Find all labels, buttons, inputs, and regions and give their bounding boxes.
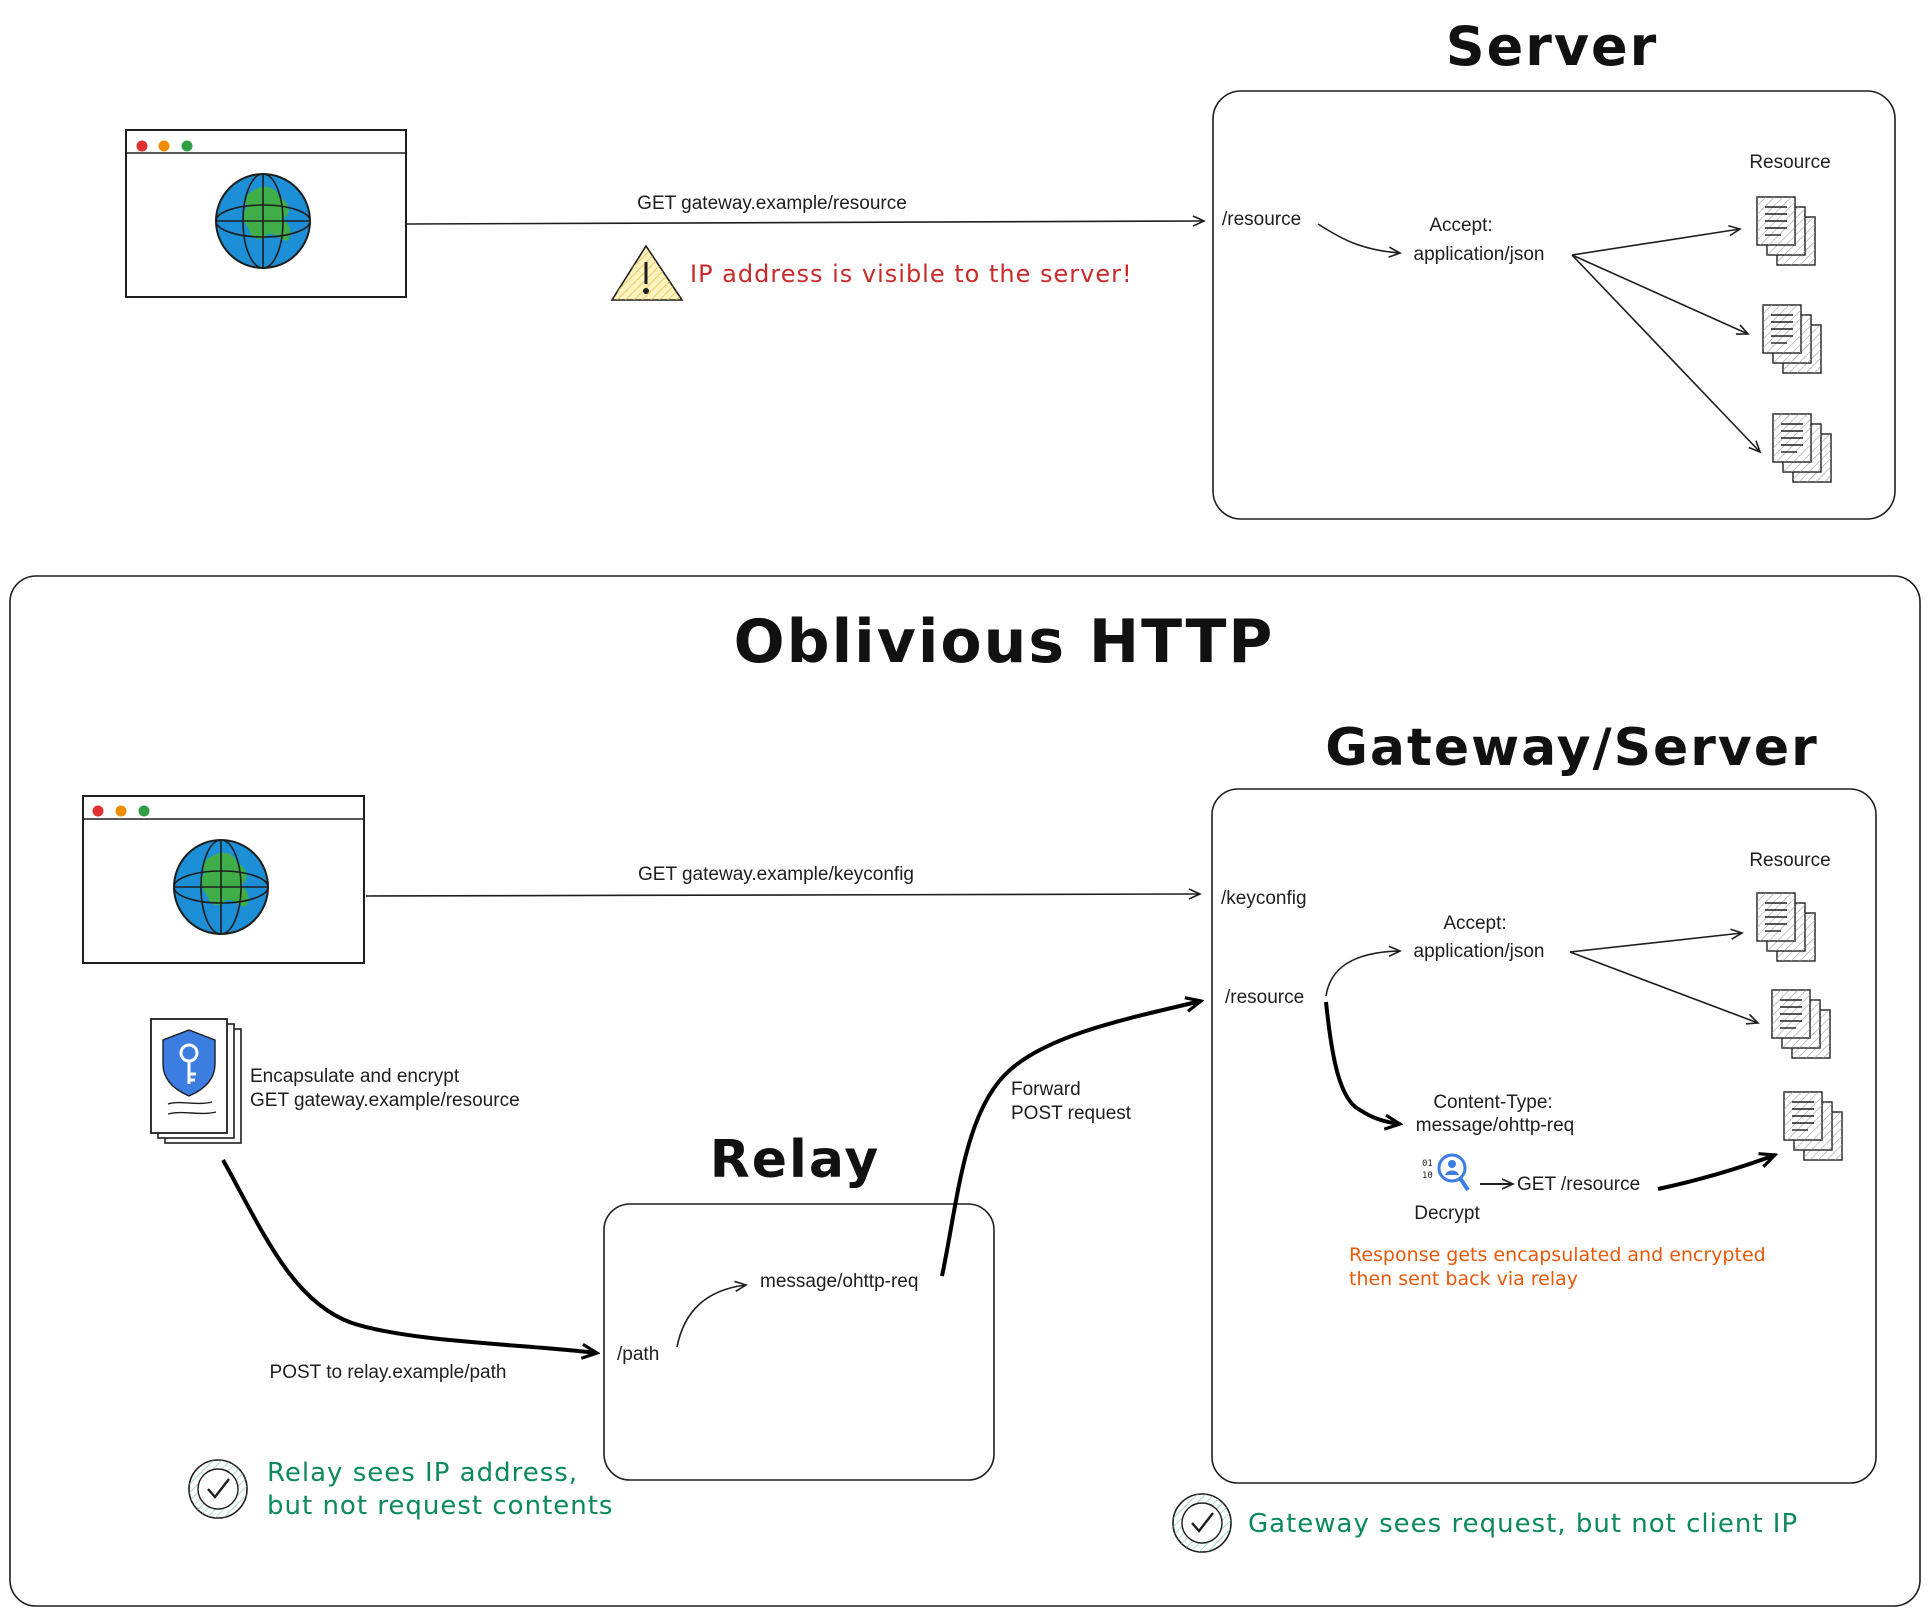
accept-to-resource-arrow-2: [1569, 951, 1760, 1025]
accept-to-resource-arrow-1: [1569, 928, 1744, 953]
ohttp-box: [9, 575, 1921, 1607]
gateway-check-icon: [1171, 1492, 1233, 1554]
resource-label-bottom: Resource: [1749, 850, 1830, 871]
warning-text: IP address is visible to the server!: [690, 260, 1133, 288]
window-minimize-dot: [115, 805, 127, 817]
resource-to-content-type-arrow: [1324, 1001, 1400, 1124]
encapsulate-label-1: Encapsulate and encrypt: [250, 1066, 460, 1087]
resource-to-accept-arrow: [1317, 223, 1402, 258]
relay-message-label: message/ohttp-req: [760, 1271, 918, 1292]
post-to-relay-label: POST to relay.example/path: [270, 1362, 507, 1383]
window-maximize-dot: [138, 805, 150, 817]
window-minimize-dot: [158, 140, 170, 152]
resource-doc-icon: [1756, 196, 1816, 266]
get-resource-internal-label: GET /resource: [1517, 1174, 1640, 1195]
relay-note-1: Relay sees IP address,: [267, 1458, 578, 1488]
forward-post-arrow: [940, 1001, 1201, 1277]
resource-doc-icon: [1772, 413, 1832, 483]
response-note-2: then sent back via relay: [1349, 1268, 1578, 1290]
gateway-accept-label-1: Accept:: [1443, 913, 1506, 934]
server-box: [1212, 90, 1896, 520]
gateway-resource-path: /resource: [1225, 987, 1304, 1008]
window-close-dot: [136, 140, 148, 152]
accept-label-1: Accept:: [1429, 215, 1492, 236]
resource-label-top: Resource: [1749, 152, 1830, 173]
forward-label-2: POST request: [1011, 1103, 1132, 1124]
relay-box: [603, 1203, 995, 1481]
gateway-keyconfig-path: /keyconfig: [1221, 888, 1307, 909]
gateway-accept-label-2: application/json: [1414, 941, 1545, 962]
forward-label-1: Forward: [1011, 1079, 1081, 1100]
resource-doc-icon: [1783, 1091, 1843, 1161]
resource-doc-icon: [1762, 304, 1822, 374]
accept-to-resource-arrow-2: [1571, 254, 1750, 335]
post-to-relay-arrow: [221, 1159, 597, 1353]
content-type-label-2: message/ohttp-req: [1416, 1115, 1574, 1136]
resource-doc-icon: [1771, 989, 1831, 1059]
ohttp-section: Oblivious HTTP Gateway/Server Relay GET …: [9, 575, 1921, 1607]
relay-title: Relay: [710, 1130, 881, 1190]
accept-label-2: application/json: [1414, 244, 1545, 265]
gateway-note: Gateway sees request, but not client IP: [1248, 1509, 1798, 1539]
warning-icon: [610, 244, 684, 301]
get-keyconfig-arrow: [365, 888, 1202, 900]
gateway-title: Gateway/Server: [1325, 718, 1819, 778]
path-to-message-arrow: [676, 1280, 748, 1348]
server-title: Server: [1446, 15, 1659, 78]
encapsulate-label-2: GET gateway.example/resource: [250, 1090, 520, 1111]
globe-icon: [215, 173, 311, 269]
top-section: Server GET gateway.example/resource IP a…: [125, 15, 1896, 520]
get-resource-to-doc-arrow: [1657, 1155, 1775, 1191]
get-keyconfig-label: GET gateway.example/keyconfig: [638, 864, 914, 885]
accept-to-resource-arrow-3: [1571, 254, 1762, 454]
encrypted-document-icon: [150, 1018, 242, 1144]
browser-window-bottom: [82, 795, 365, 964]
globe-icon: [173, 839, 269, 935]
response-note-1: Response gets encapsulated and encrypted: [1349, 1244, 1766, 1266]
server-path-resource: /resource: [1222, 209, 1301, 230]
content-type-label-1: Content-Type:: [1433, 1092, 1552, 1113]
accept-to-resource-arrow-1: [1571, 224, 1742, 256]
gateway-box: [1211, 788, 1877, 1484]
window-close-dot: [92, 805, 104, 817]
resource-doc-icon: [1756, 892, 1816, 962]
decrypt-label: Decrypt: [1414, 1203, 1480, 1224]
get-resource-arrow: [406, 215, 1206, 227]
svg-text:01: 01: [1422, 1159, 1433, 1169]
relay-check-icon: [187, 1458, 249, 1520]
svg-text:10: 10: [1422, 1171, 1433, 1181]
relay-note-2: but not request contents: [267, 1491, 613, 1521]
resource-to-accept-arrow: [1325, 945, 1402, 997]
relay-path-label: /path: [617, 1344, 659, 1365]
window-maximize-dot: [181, 140, 193, 152]
get-resource-label: GET gateway.example/resource: [637, 193, 907, 214]
browser-window-top: [125, 129, 407, 298]
ohttp-title: Oblivious HTTP: [734, 607, 1275, 677]
